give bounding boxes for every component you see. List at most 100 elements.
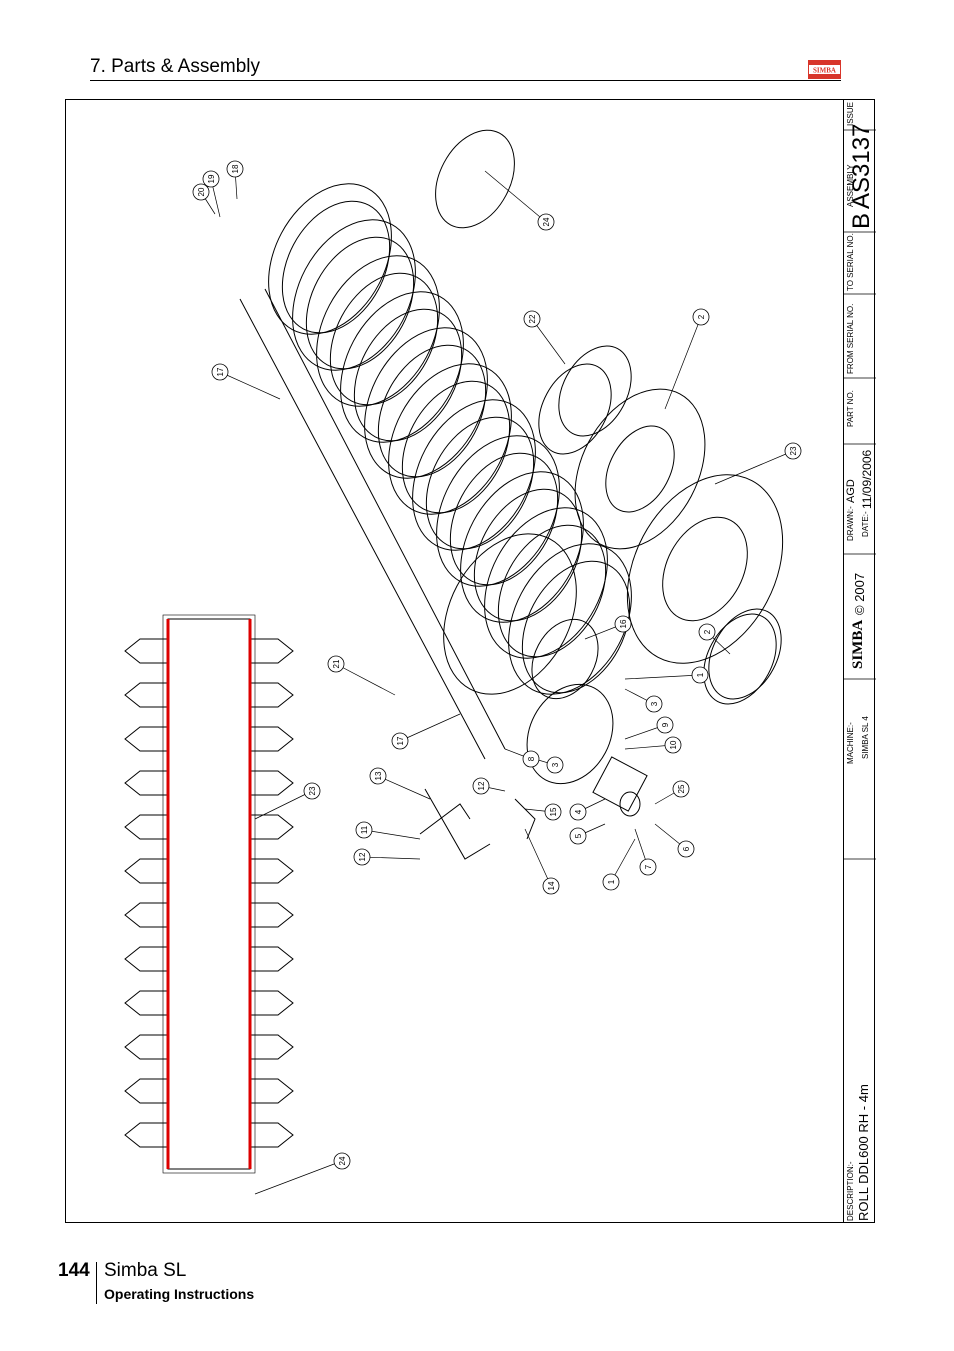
roller-disc	[460, 471, 584, 623]
callout-19: 19	[202, 170, 220, 188]
copyright: © 2007	[852, 572, 867, 615]
svg-text:2: 2	[697, 314, 706, 319]
tine-pair	[124, 1034, 294, 1060]
svg-text:17: 17	[216, 367, 225, 376]
callout-20: 20	[192, 183, 210, 201]
to-serial-label: TO SERIAL NO.	[846, 233, 855, 291]
svg-text:3: 3	[551, 762, 560, 767]
svg-text:SIMBA: SIMBA	[813, 67, 836, 75]
document-subtitle: Operating Instructions	[104, 1286, 255, 1302]
drawing-frame	[65, 99, 875, 1223]
drawn-label: DRAWN:-	[846, 506, 855, 541]
svg-text:7: 7	[644, 864, 653, 869]
svg-text:11: 11	[360, 825, 369, 834]
callout-16: 16	[614, 615, 632, 633]
callout-21: 21	[327, 655, 345, 673]
callout-11: 11	[355, 821, 373, 839]
issue-value: B	[848, 212, 875, 229]
callout-17: 17	[391, 732, 409, 750]
svg-text:10: 10	[669, 740, 678, 749]
date-label: DATE:-	[861, 511, 870, 537]
description-value: ROLL DDL600 RH - 4m	[856, 1084, 871, 1221]
tine-pair	[124, 990, 294, 1016]
issue-label: ISSUE	[846, 101, 855, 126]
callout-5: 5	[569, 827, 587, 845]
callout-1: 1	[691, 666, 709, 684]
tine-pair	[124, 770, 294, 796]
svg-text:16: 16	[619, 619, 628, 628]
svg-text:2: 2	[703, 629, 712, 634]
svg-text:13: 13	[374, 771, 383, 780]
assembly-label: ASSEMBLY	[846, 164, 855, 207]
roller-disc	[340, 291, 464, 443]
callout-25: 25	[672, 780, 690, 798]
svg-text:12: 12	[358, 852, 367, 861]
svg-text:14: 14	[547, 881, 556, 890]
roller-disc	[364, 327, 488, 479]
callout-2: 2	[692, 308, 710, 326]
roller-disc	[292, 219, 416, 371]
svg-text:19: 19	[207, 174, 216, 183]
svg-text:17: 17	[396, 736, 405, 745]
roller-disc	[412, 399, 536, 551]
title-block: ISSUE B AS3137 ASSEMBLY TO SERIAL NO. FR…	[843, 99, 876, 1223]
machine-label: MACHINE:-	[846, 722, 855, 764]
callout-13: 13	[369, 767, 387, 785]
roller-disc	[436, 435, 560, 587]
roller-end-disc	[443, 533, 577, 695]
svg-text:24: 24	[338, 1156, 347, 1165]
callout-10: 10	[664, 736, 682, 754]
tine-pair	[124, 1078, 294, 1104]
roller-disc	[484, 507, 608, 659]
callout-12: 12	[353, 848, 371, 866]
callout-15: 15	[544, 803, 562, 821]
callout-9: 9	[656, 716, 674, 734]
svg-text:5: 5	[574, 833, 583, 838]
svg-text:1: 1	[696, 672, 705, 677]
svg-text:24: 24	[542, 217, 551, 226]
callout-24: 24	[333, 1152, 351, 1170]
svg-text:9: 9	[661, 722, 670, 727]
svg-text:3: 3	[650, 701, 659, 706]
svg-text:20: 20	[197, 187, 206, 196]
drawn-value: AGD	[845, 479, 857, 503]
callout-4: 4	[569, 803, 587, 821]
svg-text:15: 15	[549, 807, 558, 816]
callout-23: 23	[303, 782, 321, 800]
header-rule	[90, 80, 841, 81]
section-title: 7. Parts & Assembly	[90, 56, 261, 77]
tine-pair	[124, 682, 294, 708]
brand-mark: SIMBA	[850, 619, 866, 669]
tine-pair	[124, 858, 294, 884]
svg-text:23: 23	[789, 446, 798, 455]
callout-3: 3	[645, 695, 663, 713]
title-block-dividers	[844, 129, 876, 860]
tine-pair	[124, 946, 294, 972]
callout-2: 2	[698, 623, 716, 641]
svg-text:18: 18	[231, 164, 240, 173]
callout-18: 18	[226, 160, 244, 178]
tine-pair	[124, 726, 294, 752]
svg-text:6: 6	[682, 846, 691, 851]
product-name: Simba SL	[104, 1260, 187, 1281]
callout-12: 12	[472, 777, 490, 795]
callout-14: 14	[542, 877, 560, 895]
callout-6: 6	[677, 840, 695, 858]
callout-3: 3	[546, 756, 564, 774]
tine-pair	[124, 638, 294, 664]
tine-pair	[124, 1122, 294, 1148]
part-no-label: PART NO.	[846, 390, 855, 427]
svg-text:12: 12	[477, 781, 486, 790]
description-label: DESCRIPTION:-	[846, 1161, 855, 1221]
callout-22: 22	[523, 310, 541, 328]
svg-text:1: 1	[607, 879, 616, 884]
svg-text:22: 22	[528, 314, 537, 323]
svg-text:4: 4	[574, 809, 583, 814]
svg-text:23: 23	[308, 786, 317, 795]
callout-17: 17	[211, 363, 229, 381]
from-serial-label: FROM SERIAL NO.	[846, 303, 855, 374]
roller-disc	[268, 183, 392, 335]
callout-7: 7	[639, 858, 657, 876]
roller-disc	[508, 543, 632, 695]
